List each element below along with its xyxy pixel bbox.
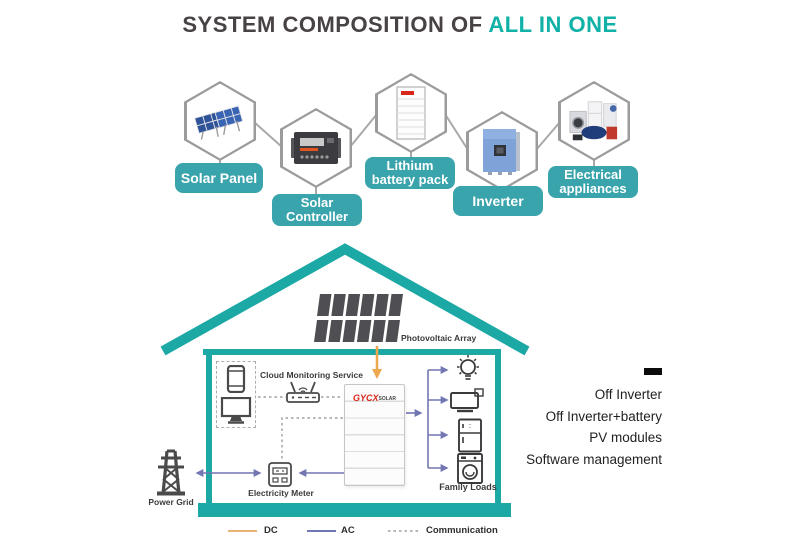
power-grid-icon	[157, 449, 185, 496]
solar-controller-icon	[291, 132, 341, 164]
label-solar-controller: Solar Controller	[272, 194, 362, 226]
label-text: Electrical	[564, 167, 622, 182]
tv-icon	[450, 388, 484, 413]
hex-solar-panel	[184, 81, 256, 161]
label-text: Controller	[285, 209, 349, 224]
svg-text:::: ::	[468, 424, 472, 430]
feature-list: Off Inverter Off Inverter+battery PV mod…	[526, 368, 662, 470]
hex-inverter	[466, 111, 538, 191]
family-loads-label: Family Loads	[439, 482, 497, 492]
feature-item: Software management	[526, 451, 662, 467]
ac-lines	[195, 366, 449, 477]
communication-lines	[258, 396, 343, 461]
router-icon	[286, 381, 320, 403]
house-left-wall	[206, 349, 212, 503]
legend-dc-label: DC	[264, 525, 278, 536]
legend-ac-label: AC	[341, 525, 355, 536]
brand-suffix-text: SOLAR	[378, 396, 397, 402]
label-inverter: Inverter	[453, 186, 543, 216]
page-title: SYSTEM COMPOSITION OF ALL IN ONE	[0, 12, 800, 38]
washing-machine-icon	[457, 453, 483, 484]
monitor-icon	[220, 397, 252, 424]
smartphone-icon	[226, 365, 246, 393]
title-main: SYSTEM COMPOSITION OF	[182, 12, 483, 37]
label-text: appliances	[559, 181, 627, 196]
hex-lithium-battery	[375, 73, 447, 153]
label-text: Solar	[300, 195, 334, 210]
battery-brand: GYCXSOLAR	[345, 388, 404, 406]
label-solar-panel: Solar Panel	[175, 163, 263, 193]
label-lithium-battery: Lithium battery pack	[365, 157, 455, 189]
electrical-appliances-icon	[569, 101, 618, 141]
feature-list-dash	[644, 368, 662, 375]
electricity-meter-label: Electricity Meter	[248, 488, 314, 498]
house-structure	[160, 243, 530, 517]
brand-text: GYCX	[352, 393, 379, 403]
house-right-wall	[495, 349, 501, 503]
photovoltaic-array-icon	[314, 294, 403, 342]
hex-solar-controller	[280, 108, 352, 188]
light-bulb-icon	[457, 355, 479, 380]
feature-item: Off Inverter	[594, 387, 662, 402]
label-text: Solar Panel	[180, 170, 258, 186]
feature-item: PV modules	[589, 430, 662, 445]
label-text: Inverter	[472, 193, 524, 209]
feature-item: Off Inverter+battery	[545, 408, 662, 424]
house-floor	[198, 503, 511, 517]
label-electrical-appliances: Electrical appliances	[548, 166, 638, 198]
lithium-battery-icon	[396, 86, 426, 140]
cloud-monitoring-box	[216, 361, 256, 428]
solar-panel-icon	[194, 105, 244, 140]
battery-storage-unit: GYCXSOLAR	[344, 384, 405, 486]
photovoltaic-array-label: Photovoltaic Array	[401, 333, 477, 343]
power-grid-label: Power Grid	[148, 497, 194, 507]
label-text: Lithium	[386, 158, 434, 173]
house-ceiling-line	[203, 349, 501, 355]
cloud-monitoring-label: Cloud Monitoring Service	[260, 370, 363, 380]
label-text: battery pack	[371, 172, 449, 187]
legend-communication-label: Communication	[426, 525, 498, 536]
house-roof	[160, 243, 530, 356]
electricity-meter-icon	[268, 462, 292, 487]
comm-battery-to-meter	[281, 417, 343, 461]
fridge-icon: ::	[458, 418, 482, 453]
inverter-icon	[483, 129, 520, 175]
title-accent: ALL IN ONE	[488, 12, 618, 37]
hex-electrical-appliances	[558, 81, 630, 161]
